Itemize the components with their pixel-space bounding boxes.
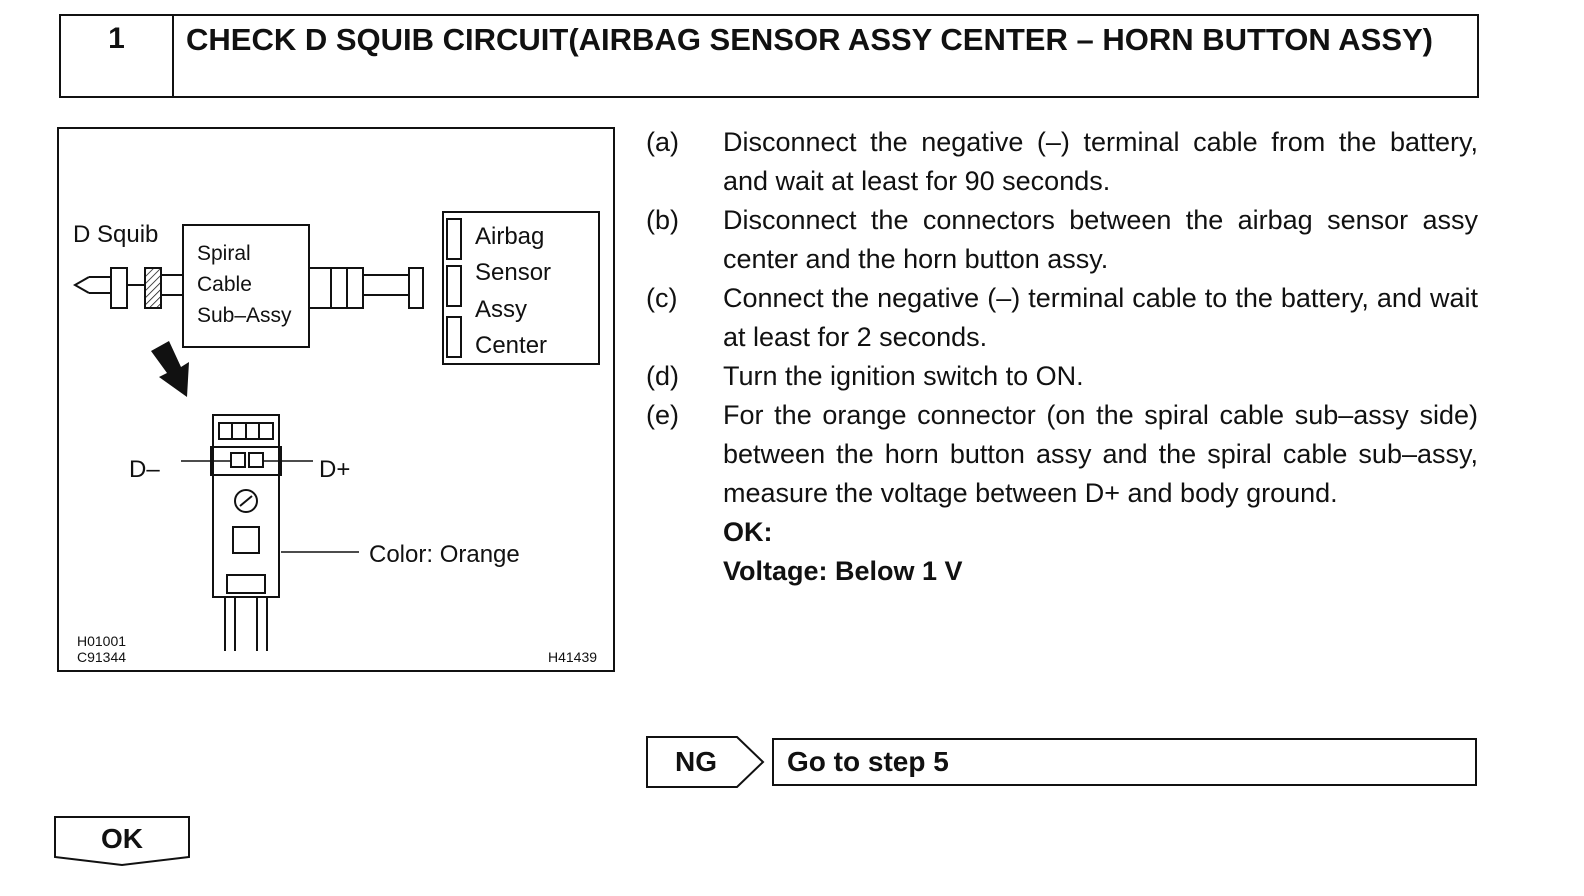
pointer-arrow bbox=[151, 341, 189, 397]
ref-code-right: H41439 bbox=[548, 649, 597, 665]
step-header: 1 CHECK D SQUIB CIRCUIT(AIRBAG SENSOR AS… bbox=[59, 14, 1479, 98]
sensor-line-2: Sensor bbox=[475, 259, 551, 286]
ref-code-left-2: C91344 bbox=[77, 649, 126, 665]
step-text: Connect the negative (–) terminal cable … bbox=[723, 283, 1478, 352]
spec-heading: OK: bbox=[723, 517, 773, 547]
diagram-graphic: D Squib Spiral Cable Sub–Assy bbox=[72, 211, 600, 665]
instruction-step: (b) Disconnect the connectors between th… bbox=[646, 201, 1478, 279]
d-plus-label: D+ bbox=[319, 456, 350, 483]
step-letter: (e) bbox=[646, 400, 679, 430]
ok-label: OK bbox=[101, 823, 143, 854]
orange-connector bbox=[210, 414, 282, 651]
instruction-step: (d) Turn the ignition switch to ON. bbox=[646, 357, 1478, 396]
step-text: Disconnect the connectors between the ai… bbox=[723, 205, 1478, 274]
ok-branch: OK bbox=[53, 815, 191, 867]
step-letter: (c) bbox=[646, 283, 678, 313]
airbag-sensor-box bbox=[442, 211, 600, 365]
ok-arrow-shape bbox=[54, 816, 190, 867]
step-text: Disconnect the negative (–) terminal cab… bbox=[723, 127, 1478, 196]
sensor-line-4: Center bbox=[475, 332, 547, 359]
squib-connector bbox=[72, 267, 183, 309]
step-number: 1 bbox=[61, 16, 174, 96]
sensor-line-1: Airbag bbox=[475, 223, 544, 250]
sensor-line-3: Assy bbox=[475, 296, 527, 323]
step-letter: (b) bbox=[646, 205, 679, 235]
d-squib-label: D Squib bbox=[73, 221, 158, 248]
instruction-step: (e) For the orange connector (on the spi… bbox=[646, 396, 1478, 513]
ng-arrow-shape bbox=[646, 736, 765, 788]
ng-action: Go to step 5 bbox=[772, 738, 1477, 786]
step-title: CHECK D SQUIB CIRCUIT(AIRBAG SENSOR ASSY… bbox=[186, 22, 1433, 57]
ng-branch: NG bbox=[646, 736, 766, 788]
step-text: For the orange connector (on the spiral … bbox=[723, 400, 1478, 508]
instruction-step: (c) Connect the negative (–) terminal ca… bbox=[646, 279, 1478, 357]
spiral-cable-line-1: Spiral bbox=[197, 242, 251, 265]
color-label: Color: Orange bbox=[369, 541, 520, 568]
d-minus-label: D– bbox=[129, 456, 160, 483]
wiring-diagram: D Squib Spiral Cable Sub–Assy bbox=[57, 127, 615, 672]
spiral-cable-line-2: Cable bbox=[197, 273, 252, 296]
step-letter: (a) bbox=[646, 127, 679, 157]
ng-label: NG bbox=[675, 746, 717, 777]
instruction-list: (a) Disconnect the negative (–) terminal… bbox=[646, 123, 1478, 591]
spiral-cable-line-3: Sub–Assy bbox=[197, 304, 292, 327]
sensor-terminals bbox=[446, 218, 462, 358]
spec-value: Voltage: Below 1 V bbox=[723, 556, 963, 586]
ref-code-left-1: H01001 bbox=[77, 633, 126, 649]
step-text: Turn the ignition switch to ON. bbox=[723, 361, 1084, 391]
instruction-step: (a) Disconnect the negative (–) terminal… bbox=[646, 123, 1478, 201]
step-letter: (d) bbox=[646, 361, 679, 391]
sensor-connector bbox=[308, 267, 424, 309]
